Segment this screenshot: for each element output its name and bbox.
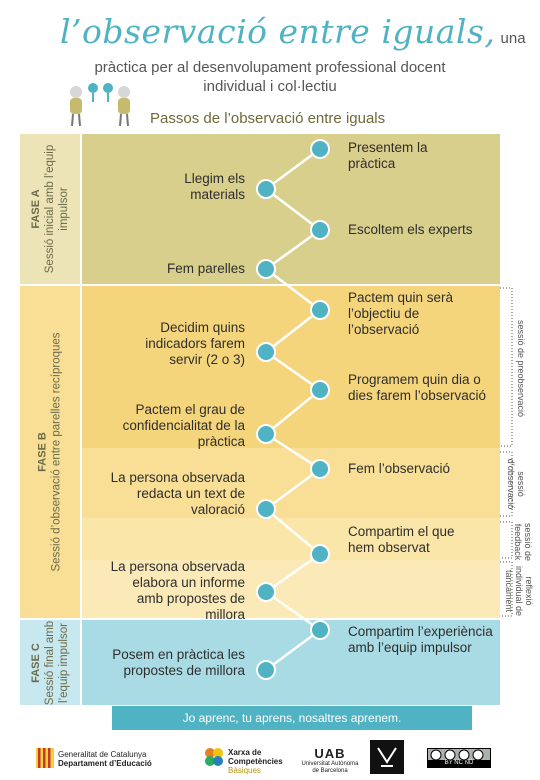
step-dot — [310, 380, 330, 400]
step-13: Compartim l’experiència amb l’equip impu… — [348, 624, 493, 655]
step-dot — [256, 259, 276, 279]
phase-b-light-1 — [82, 448, 500, 518]
step-14: Posem en pràctica les propostes de millo… — [112, 647, 245, 678]
subtitle: pràctica per al desenvolupament professi… — [0, 58, 540, 96]
step-5: Pactem quin serà l’objectiu de l’observa… — [348, 290, 454, 337]
uab-line-1: Universitat Autònoma — [301, 761, 359, 767]
step-11: Compartim el que hem observat — [348, 524, 455, 555]
steps-title: Passos de l’observació entre iguals — [150, 110, 386, 127]
step-8: Pactem el grau de confidencialitat de la… — [122, 402, 245, 449]
step-dot — [310, 544, 330, 564]
step-dot — [256, 582, 276, 602]
uab-name: UAB — [314, 746, 346, 761]
group-logo-icon — [370, 740, 404, 774]
step-dot — [256, 342, 276, 362]
step-9: Fem l’observació — [348, 461, 451, 476]
xarxa-line-1: Xarxa de — [228, 748, 262, 757]
step-6: Decidim quins indicadors farem servir (2… — [145, 320, 245, 367]
step-7: Programem quin dia o dies farem l’observ… — [348, 372, 487, 403]
step-2: Llegim els materials — [184, 171, 245, 202]
title-rest: una — [500, 30, 526, 47]
phase-b-light-2 — [82, 518, 500, 560]
step-3: Escoltem els experts — [348, 222, 473, 237]
step-dot — [310, 459, 330, 479]
step-dot — [256, 660, 276, 680]
uab-line-2: de Barcelona — [312, 768, 348, 774]
xarxa-logo-icon — [205, 748, 223, 766]
page-title: l’observació entre iguals, una — [60, 12, 540, 51]
gencat-line-1: Generalitat de Catalunya — [58, 750, 147, 759]
cc-icons — [430, 749, 484, 761]
phase-c-panel: FASE C Sessió final amb l’equip impulsor — [20, 620, 80, 705]
side-label-feedback: sessió de feedback — [513, 522, 533, 562]
gencat-line-2: Departament d’Educació — [58, 759, 152, 768]
step-1: Presentem la pràctica — [348, 140, 428, 171]
step-12: La persona observada elabora un informe … — [110, 559, 245, 622]
step-dot — [310, 300, 330, 320]
step-dot — [256, 179, 276, 199]
side-label-reflexio: reflexió individual de tancament — [504, 565, 534, 617]
step-dot — [256, 424, 276, 444]
step-dot — [256, 499, 276, 519]
step-4: Fem parelles — [166, 261, 245, 276]
xarxa-line-3: Bàsiques — [228, 766, 261, 775]
phase-a-panel: FASE A Sessió inicial amb l’equip impuls… — [20, 134, 80, 284]
cc-license-text: BY NC ND — [428, 760, 490, 767]
xarxa-logo: Xarxa de Competències Bàsiques — [228, 748, 283, 775]
step-dot — [310, 139, 330, 159]
subtitle-line-1: pràctica per al desenvolupament professi… — [94, 59, 446, 76]
step-dot — [310, 620, 330, 640]
step-dot — [310, 220, 330, 240]
motto-banner: Jo aprenc, tu aprens, nosaltres aprenem. — [112, 706, 472, 730]
gencat-flag-icon — [36, 748, 54, 768]
subtitle-line-2: individual i col·lectiu — [203, 78, 337, 95]
xarxa-line-2: Competències — [228, 757, 283, 766]
title-main: l’observació entre iguals, — [60, 12, 496, 51]
people-illustration — [70, 83, 130, 127]
side-label-observacio: sessió d’observació — [506, 458, 526, 510]
gencat-logo: Generalitat de Catalunya Departament d’E… — [58, 750, 152, 768]
phase-b-panel: FASE B Sessió d’observació entre parelle… — [20, 286, 80, 618]
step-10: La persona observada redacta un text de … — [110, 470, 245, 517]
uab-logo: UAB Universitat Autònoma de Barcelona — [300, 747, 360, 775]
side-label-preobservacio: sessió de preobservació — [516, 320, 526, 418]
phase-c-band — [82, 620, 500, 705]
